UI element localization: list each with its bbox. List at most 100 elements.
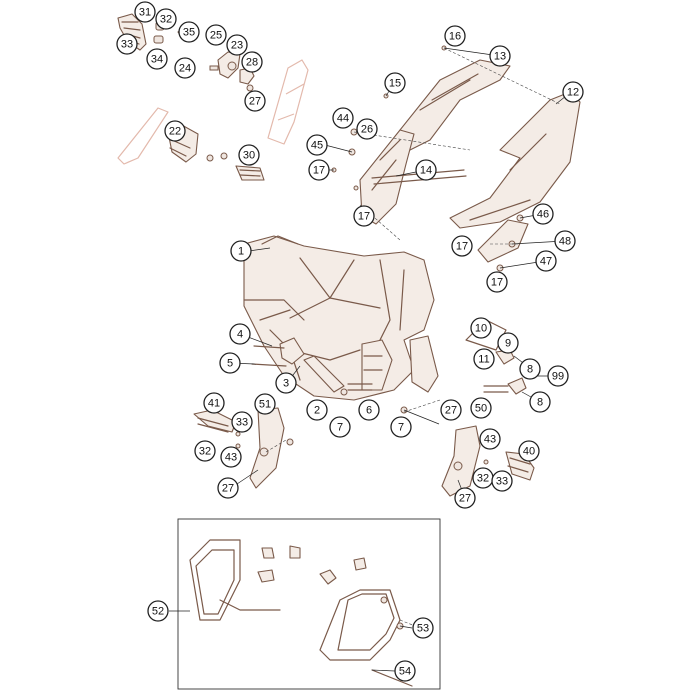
callout-8: 8 [519, 358, 541, 380]
callout-circle [241, 51, 263, 73]
callout-label: 4 [237, 329, 243, 341]
callout-circle [147, 600, 169, 622]
callout-label: 46 [537, 209, 549, 221]
callout-6: 6 [358, 399, 380, 421]
callout-17: 17 [353, 205, 375, 227]
callout-1: 1 [230, 240, 252, 262]
callout-41: 41 [203, 392, 225, 414]
callout-7: 7 [329, 416, 351, 438]
callout-label: 17 [456, 241, 468, 253]
crash-bar-kit-box [177, 518, 441, 690]
callout-label: 23 [231, 40, 243, 52]
callout-43: 43 [220, 446, 242, 468]
callout-circle [412, 617, 434, 639]
callout-17: 17 [486, 271, 508, 293]
callout-label: 52 [152, 606, 164, 618]
callout-43: 43 [479, 428, 501, 450]
callout-label: 40 [523, 446, 535, 458]
callout-label: 17 [313, 165, 325, 177]
callout-label: 22 [169, 126, 181, 138]
callout-24: 24 [174, 57, 196, 79]
callout-label: 33 [121, 39, 133, 51]
callout-8: 8 [529, 391, 551, 413]
callout-circle [489, 45, 511, 67]
callout-53: 53 [412, 617, 434, 639]
callout-label: 1 [238, 246, 244, 258]
callout-label: 34 [151, 54, 163, 66]
callout-label: 8 [537, 397, 543, 409]
callout-5: 5 [219, 352, 241, 374]
callout-circle [394, 660, 416, 682]
callout-circle [146, 48, 168, 70]
callout-circle [358, 399, 380, 421]
callout-32: 32 [155, 8, 177, 30]
callout-44: 44 [332, 107, 354, 129]
callout-51: 51 [254, 393, 276, 415]
callout-label: 99 [552, 371, 564, 383]
callout-circle [226, 34, 248, 56]
callout-47: 47 [535, 250, 557, 272]
callout-label: 43 [225, 452, 237, 464]
callout-28: 28 [241, 51, 263, 73]
callout-14: 14 [415, 159, 437, 181]
callout-label: 6 [366, 405, 372, 417]
callout-label: 26 [361, 124, 373, 136]
callout-circle [562, 81, 584, 103]
callout-27: 27 [244, 90, 266, 112]
callout-15: 15 [384, 72, 406, 94]
callout-4: 4 [229, 323, 251, 345]
callout-label: 50 [475, 403, 487, 415]
callout-circle [230, 240, 252, 262]
callout-label: 15 [389, 78, 401, 90]
callout-32: 32 [194, 440, 216, 462]
callout-circle [470, 317, 492, 339]
callout-48: 48 [554, 230, 576, 252]
crash-bar-illustration [189, 539, 413, 687]
callout-7: 7 [390, 416, 412, 438]
callout-label: 41 [208, 398, 220, 410]
callout-label: 44 [337, 113, 349, 125]
callout-circle [134, 1, 156, 23]
ghost-frame-left-illustration [117, 59, 309, 165]
callout-circle [275, 372, 297, 394]
callout-11: 11 [473, 348, 495, 370]
callout-circle [194, 440, 216, 462]
callout-circle [116, 33, 138, 55]
callout-label: 32 [160, 14, 172, 26]
callout-label: 53 [417, 623, 429, 635]
callout-label: 27 [459, 493, 471, 505]
callout-circle [220, 446, 242, 468]
callout-17: 17 [308, 159, 330, 181]
callout-label: 47 [540, 256, 552, 268]
callout-35: 35 [178, 21, 200, 43]
callout-circle [155, 8, 177, 30]
callout-label: 32 [477, 473, 489, 485]
callout-45: 45 [306, 134, 328, 156]
callout-50: 50 [470, 397, 492, 419]
callout-22: 22 [164, 120, 186, 142]
callout-circle [532, 203, 554, 225]
callout-circle [479, 428, 501, 450]
callout-26: 26 [356, 118, 378, 140]
callout-label: 9 [505, 338, 511, 350]
callout-label: 16 [449, 31, 461, 43]
callout-label: 12 [567, 87, 579, 99]
callout-label: 54 [399, 666, 411, 678]
callout-99: 99 [547, 365, 569, 387]
callout-10: 10 [470, 317, 492, 339]
footrest-lower-left-illustration [193, 407, 294, 489]
callout-17: 17 [451, 235, 473, 257]
callout-circle [473, 348, 495, 370]
callout-circle [529, 391, 551, 413]
callout-circle [547, 365, 569, 387]
callout-label: 31 [139, 7, 151, 19]
callout-label: 2 [314, 405, 320, 417]
callout-circle [519, 358, 541, 380]
callout-circle [306, 399, 328, 421]
callout-circle [444, 25, 466, 47]
callout-circle [384, 72, 406, 94]
callout-27: 27 [440, 399, 462, 421]
callout-46: 46 [532, 203, 554, 225]
